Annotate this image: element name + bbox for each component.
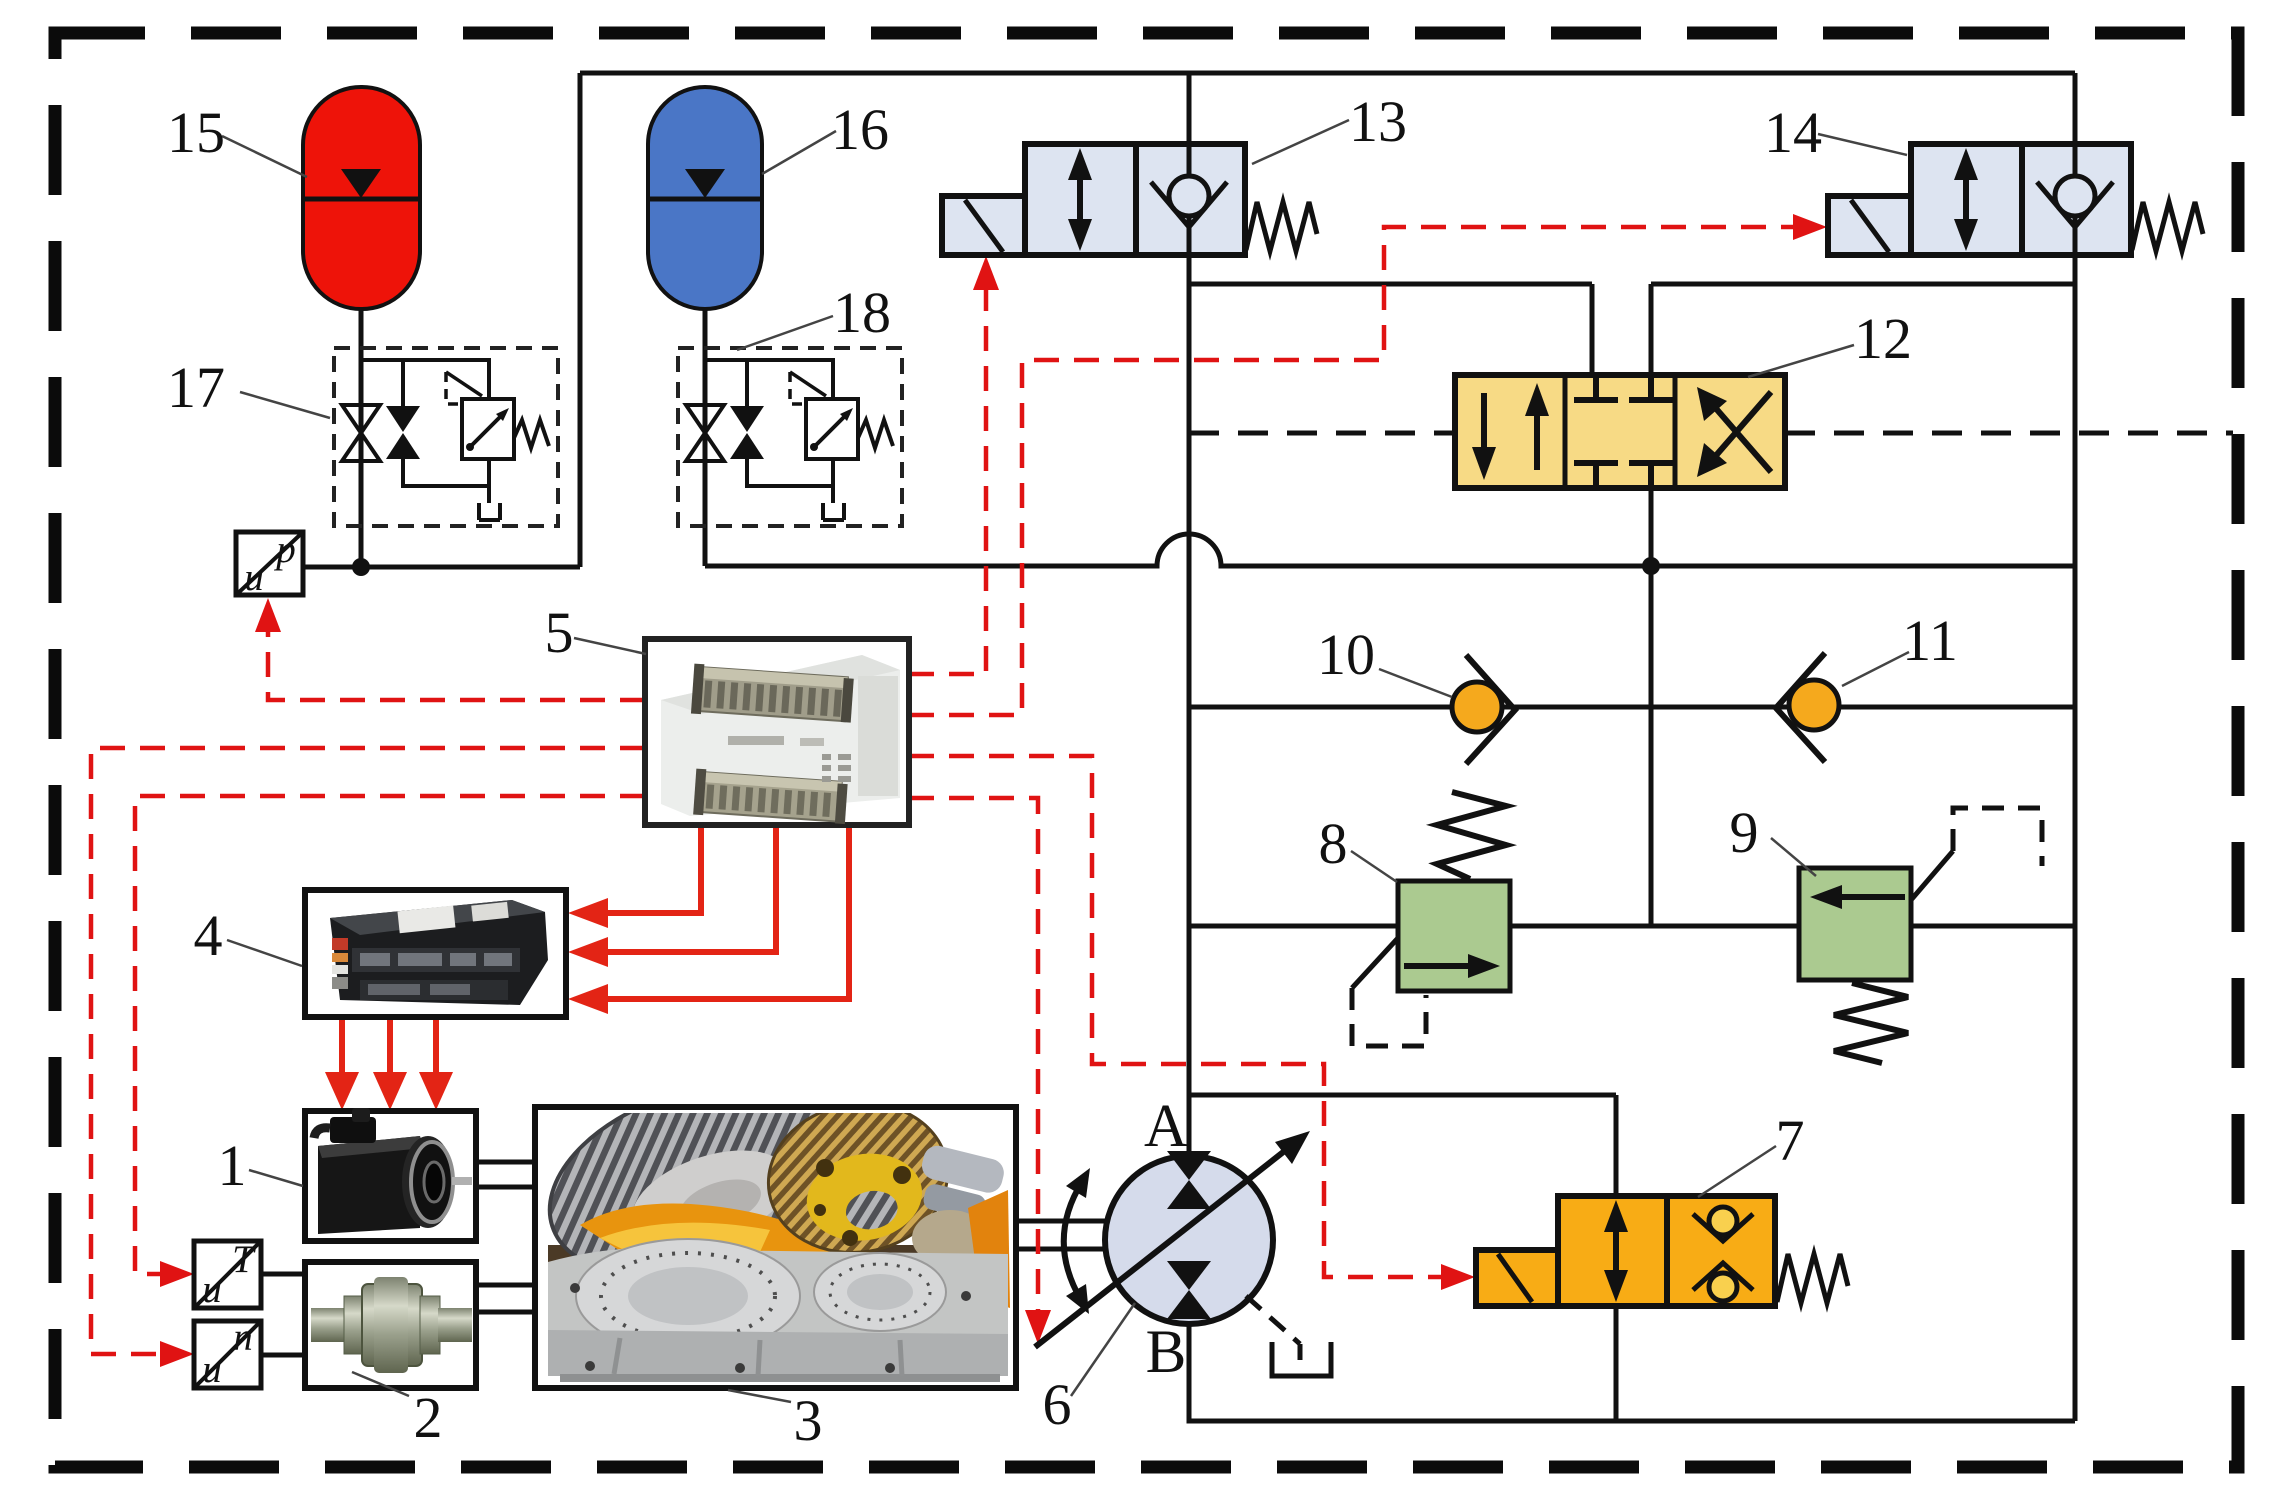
svg-text:5: 5 <box>545 600 574 665</box>
svg-text:6: 6 <box>1043 1372 1072 1437</box>
svg-text:u: u <box>244 556 264 599</box>
svg-text:9: 9 <box>1730 800 1759 865</box>
svg-text:10: 10 <box>1317 622 1375 687</box>
svg-text:p: p <box>273 528 296 571</box>
svg-text:u: u <box>202 1268 222 1311</box>
svg-text:u: u <box>202 1348 222 1391</box>
svg-text:7: 7 <box>1776 1108 1805 1173</box>
svg-text:4: 4 <box>194 903 223 968</box>
svg-text:n: n <box>233 1316 253 1359</box>
svg-text:12: 12 <box>1854 306 1912 371</box>
svg-text:1: 1 <box>218 1133 247 1198</box>
svg-text:18: 18 <box>833 280 891 345</box>
svg-text:11: 11 <box>1902 608 1958 673</box>
svg-text:15: 15 <box>167 100 225 165</box>
svg-text:16: 16 <box>831 97 889 162</box>
svg-text:14: 14 <box>1764 100 1822 165</box>
svg-text:3: 3 <box>794 1388 823 1453</box>
svg-text:17: 17 <box>167 355 225 420</box>
svg-text:T: T <box>232 1238 256 1281</box>
svg-text:8: 8 <box>1319 811 1348 876</box>
svg-text:13: 13 <box>1349 89 1407 154</box>
svg-text:B: B <box>1146 1319 1187 1386</box>
svg-text:A: A <box>1144 1093 1188 1160</box>
svg-text:2: 2 <box>414 1385 443 1450</box>
